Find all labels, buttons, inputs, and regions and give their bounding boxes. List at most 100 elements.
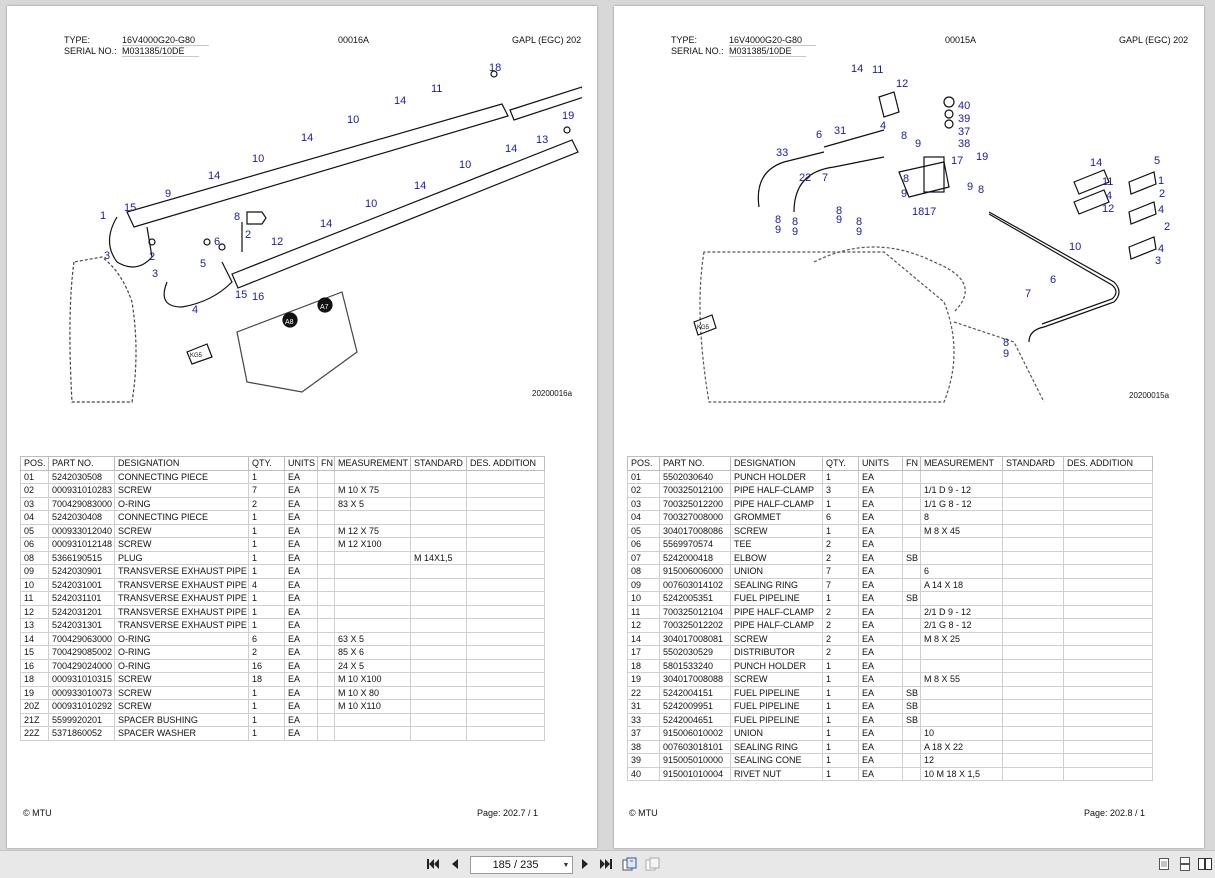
table-cell: SB (902, 685, 921, 700)
table-cell (1002, 672, 1064, 687)
table-cell: FUEL PIPELINE (730, 712, 823, 727)
svg-text:8: 8 (901, 130, 907, 142)
prev-page-icon[interactable] (447, 856, 463, 872)
table-cell: EA (284, 496, 318, 511)
column-header: STANDARD (1002, 456, 1064, 471)
table-cell: SCREW (114, 523, 249, 538)
table-cell: 08 (627, 564, 660, 579)
page-selector[interactable]: 185 / 235 ▼ (470, 856, 573, 874)
column-header: DESIGNATION (730, 456, 823, 471)
two-page-view-icon[interactable] (1197, 856, 1213, 872)
table-cell: M 8 X 25 (920, 631, 1003, 646)
table-cell (1002, 564, 1064, 579)
table-cell: 000933010073 (48, 685, 115, 700)
table-cell: EA (858, 523, 903, 538)
table-cell (1002, 604, 1064, 619)
table-cell (466, 699, 545, 714)
table-cell (920, 645, 1003, 660)
single-page-view-icon[interactable] (1156, 856, 1172, 872)
svg-text:19: 19 (976, 151, 988, 163)
continuous-view-icon[interactable] (1177, 856, 1193, 872)
table-cell (1063, 631, 1153, 646)
bookmark-page-icon[interactable] (622, 856, 638, 872)
table-cell: 22 (627, 685, 660, 700)
copy-page-icon[interactable] (645, 856, 661, 872)
last-page-icon[interactable] (598, 856, 614, 872)
first-page-icon[interactable] (425, 856, 441, 872)
table-cell (1002, 753, 1064, 768)
table-cell: SEALING RING (730, 577, 823, 592)
table-cell: PUNCH HOLDER (730, 469, 823, 484)
svg-text:16: 16 (252, 291, 264, 303)
table-cell: 05 (20, 523, 49, 538)
table-cell (466, 726, 545, 741)
table-cell (410, 604, 467, 619)
svg-text:9: 9 (856, 226, 862, 238)
table-cell: 02 (20, 483, 49, 498)
table-cell: TRANSVERSE EXHAUST PIPE (114, 604, 249, 619)
table-cell (466, 591, 545, 606)
table-cell: TRANSVERSE EXHAUST PIPE (114, 564, 249, 579)
table-cell (317, 510, 335, 525)
type-label: TYPE: (671, 35, 698, 45)
table-cell: 2 (822, 550, 859, 565)
table-cell (466, 685, 545, 700)
table-cell (410, 564, 467, 579)
svg-text:17: 17 (951, 155, 963, 167)
table-cell: 700325012200 (659, 496, 731, 511)
table-cell: EA (284, 577, 318, 592)
table-cell: 11 (627, 604, 660, 619)
table-cell: 17 (627, 645, 660, 660)
table-cell (902, 631, 921, 646)
table-cell: PLUG (114, 550, 249, 565)
table-cell (317, 712, 335, 727)
table-cell: 16 (20, 658, 49, 673)
table-cell: EA (858, 510, 903, 525)
svg-text:3: 3 (152, 268, 158, 280)
svg-text:31: 31 (834, 125, 846, 137)
table-cell (410, 523, 467, 538)
table-cell: 5371860052 (48, 726, 115, 741)
svg-text:6: 6 (214, 236, 220, 248)
svg-text:14: 14 (1090, 157, 1102, 169)
svg-text:4: 4 (880, 120, 886, 132)
table-cell (334, 564, 411, 579)
chevron-down-icon[interactable]: ▼ (562, 861, 570, 869)
table-cell: 2 (822, 631, 859, 646)
serial-label: SERIAL NO.: (64, 46, 117, 56)
table-cell (1063, 510, 1153, 525)
table-cell: 5801533240 (659, 658, 731, 673)
table-cell (1002, 523, 1064, 538)
table-cell: 915006006000 (659, 564, 731, 579)
table-cell: 01 (20, 469, 49, 484)
table-cell: M 10 X100 (334, 672, 411, 687)
table-cell: 7 (822, 577, 859, 592)
next-page-icon[interactable] (577, 856, 593, 872)
table-cell (466, 631, 545, 646)
table-cell: 5599920201 (48, 712, 115, 727)
table-cell: 40 (627, 766, 660, 781)
table-cell: RIVET NUT (730, 766, 823, 781)
table-cell: 1 (822, 591, 859, 606)
table-cell (317, 699, 335, 714)
table-cell (920, 537, 1003, 552)
table-cell: EA (858, 577, 903, 592)
table-cell (1002, 658, 1064, 673)
table-cell (902, 469, 921, 484)
table-cell (466, 577, 545, 592)
table-cell (410, 658, 467, 673)
table-cell: M 8 X 45 (920, 523, 1003, 538)
table-cell: 1 (822, 496, 859, 511)
table-cell (902, 483, 921, 498)
table-cell: 6 (920, 564, 1003, 579)
table-cell: ELBOW (730, 550, 823, 565)
table-cell: EA (858, 766, 903, 781)
